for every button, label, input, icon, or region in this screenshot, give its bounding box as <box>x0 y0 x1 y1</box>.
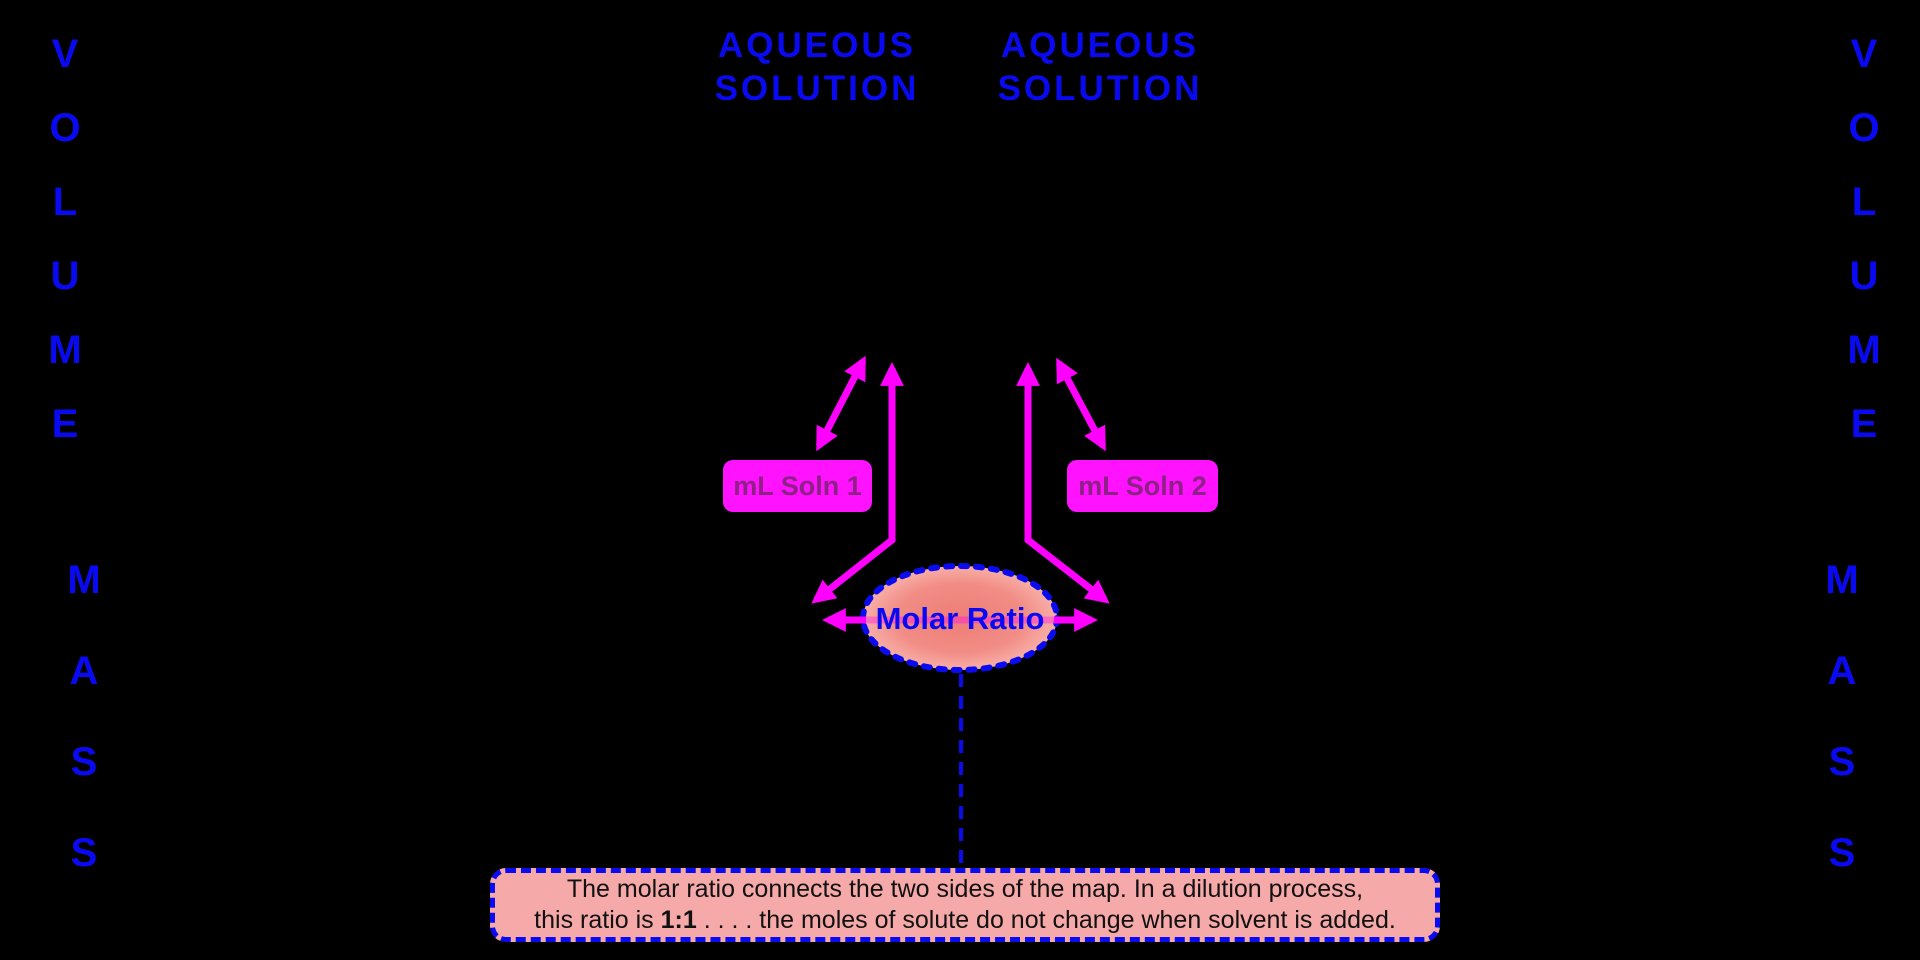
header-left-line2: SOLUTION <box>714 69 920 108</box>
note-line2: this ratio is 1:1 . . . . the moles of s… <box>534 906 1396 934</box>
node-ml-soln-1: mL Soln 1 <box>723 460 872 512</box>
header-right-line1: AQUEOUS <box>1001 26 1199 65</box>
double-arrow-right-elbow-icon <box>1016 362 1110 604</box>
note-line1: The molar ratio connects the two sides o… <box>566 875 1364 903</box>
header-aqueous-solution-right: AQUEOUS SOLUTION <box>920 24 1280 110</box>
double-arrow-left-diagonal-icon <box>815 355 867 452</box>
note-ratio-value: 1:1 <box>660 906 697 934</box>
double-arrow-right-diagonal-icon <box>1055 357 1107 452</box>
header-left-line1: AQUEOUS <box>718 26 916 65</box>
node-ml-soln-2: mL Soln 2 <box>1067 460 1218 512</box>
header-right-line2: SOLUTION <box>997 69 1203 108</box>
vertical-label-mass-right: MASS <box>1820 558 1864 922</box>
vertical-label-volume-right: VOLUME <box>1842 32 1886 476</box>
node-ml-soln-2-label: mL Soln 2 <box>1078 470 1207 501</box>
header-aqueous-solution-left: AQUEOUS SOLUTION <box>637 24 997 110</box>
double-arrow-left-elbow-icon <box>811 362 904 604</box>
node-ml-soln-1-label: mL Soln 1 <box>733 470 862 501</box>
note-box: The molar ratio connects the two sides o… <box>490 868 1440 942</box>
vertical-label-mass-left: MASS <box>62 558 106 922</box>
vertical-label-volume-left: VOLUME <box>43 32 87 476</box>
node-molar-ratio-label: Molar Ratio <box>875 601 1045 636</box>
